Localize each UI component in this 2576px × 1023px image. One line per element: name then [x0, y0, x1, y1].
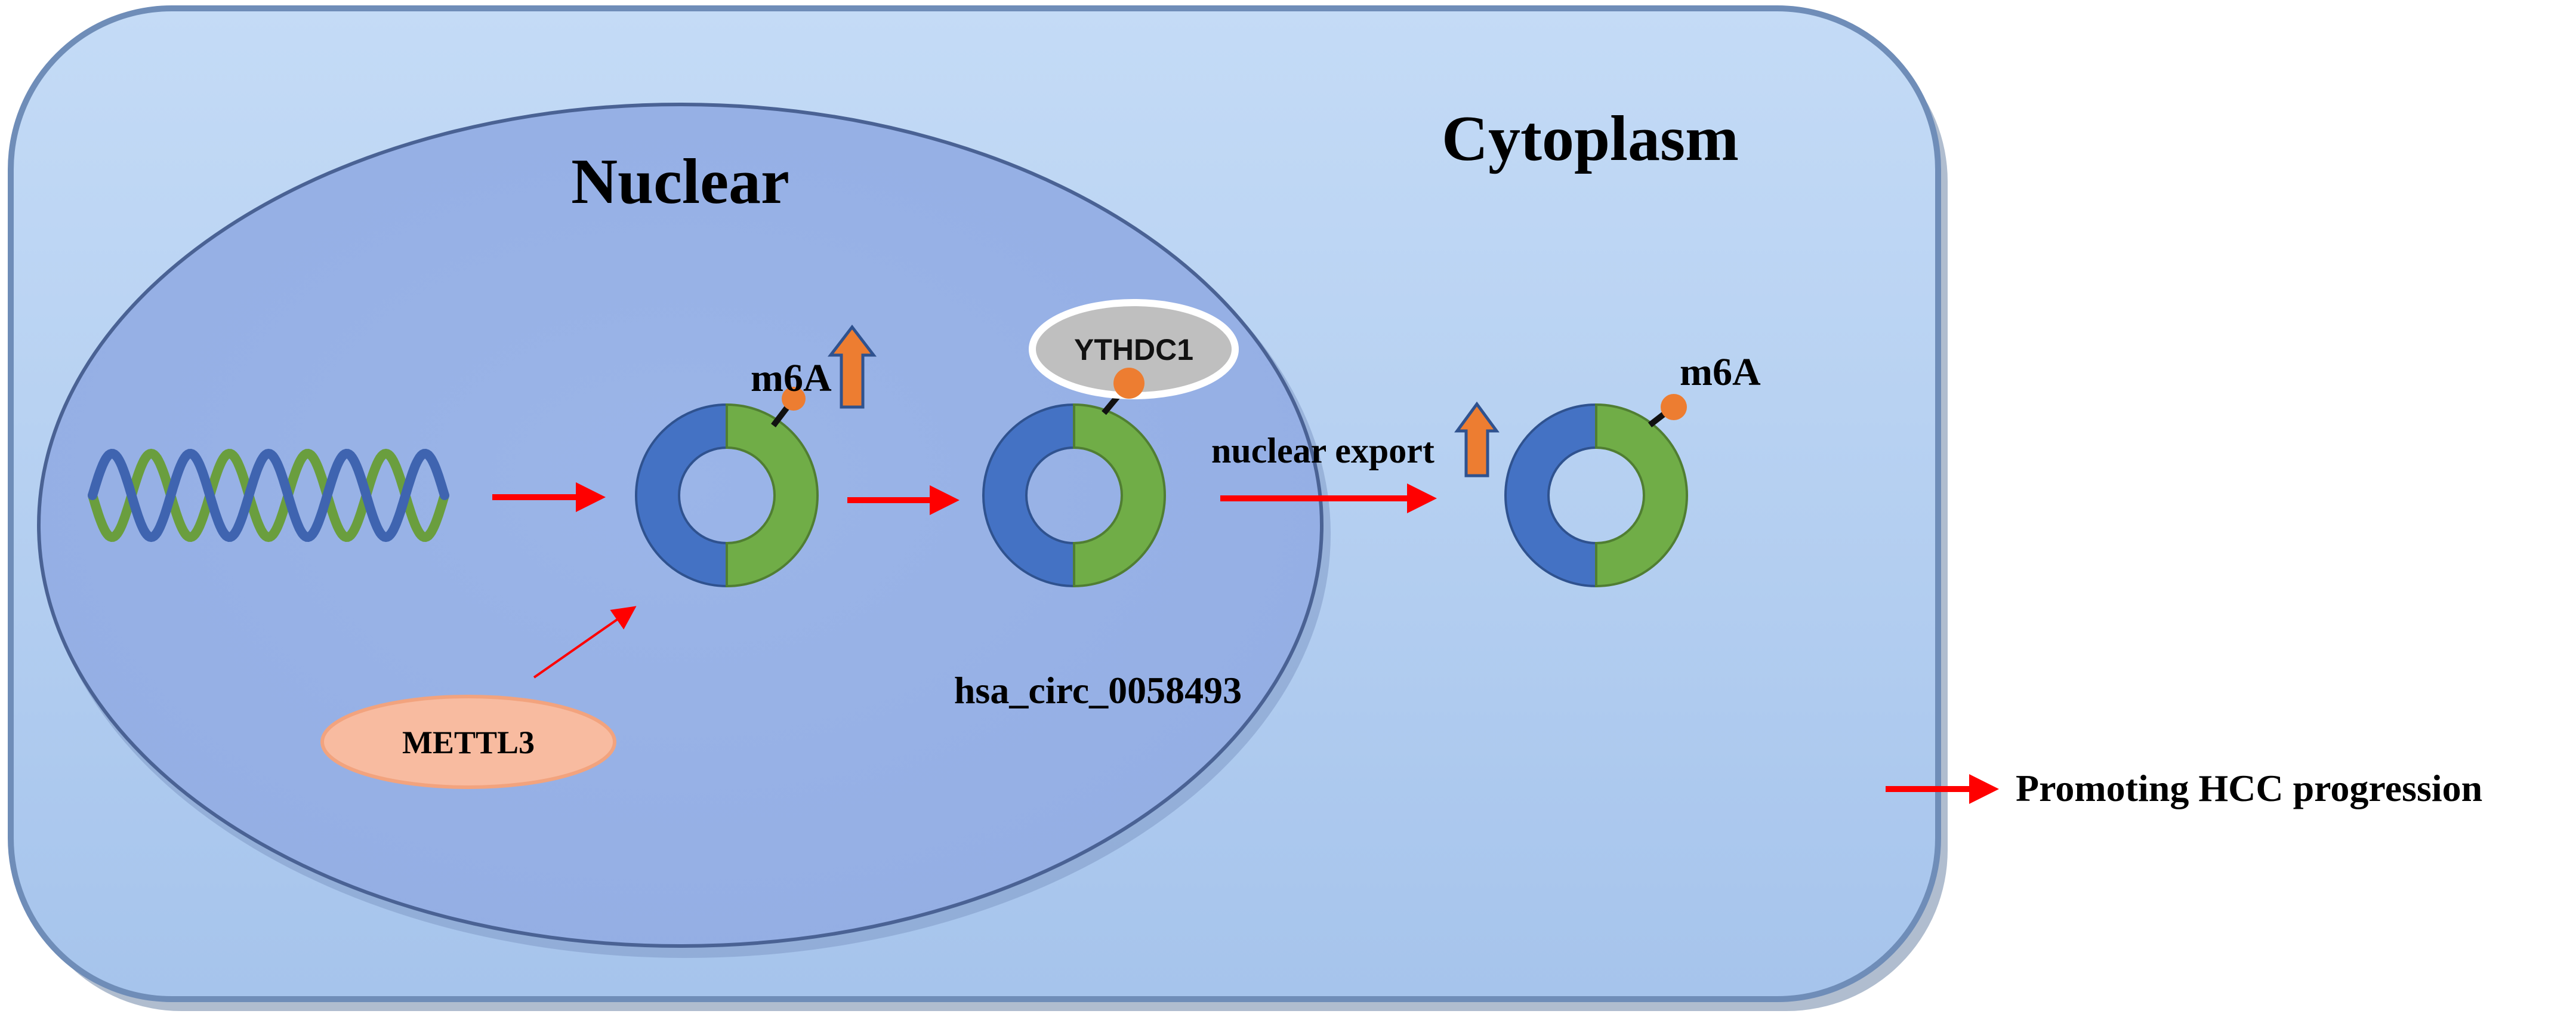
ythdc1-reader: YTHDC1	[1029, 299, 1239, 399]
ythdc1-label: YTHDC1	[1074, 333, 1193, 366]
mettl3-enzyme: METTL3	[320, 695, 616, 789]
circular-rna-ring-icon	[1504, 403, 1688, 588]
dna-double-helix-icon	[88, 448, 449, 543]
mettl3-label: METTL3	[402, 725, 535, 760]
outcome-label: Promoting HCC progression	[2016, 767, 2482, 809]
m6a-methylation-dot-icon	[1661, 394, 1687, 420]
nuclear-export-label: nuclear export	[1211, 431, 1434, 470]
nuclear-label: Nuclear	[571, 146, 789, 217]
m6a-label-cytoplasm: m6A	[1680, 350, 1761, 394]
m6a-methylation-dot-icon	[1113, 368, 1144, 399]
m6a-methylation-dot-icon	[782, 387, 806, 411]
up-arrow-icon	[827, 324, 877, 409]
cytoplasm-label: Cytoplasm	[1442, 103, 1739, 174]
circular-rna-ring-icon	[982, 403, 1166, 588]
m6a-label-nuclear: m6A	[751, 356, 832, 400]
up-arrow-icon	[1454, 401, 1500, 477]
mettl3-arrow	[533, 606, 637, 679]
circular-rna-ring-icon	[635, 403, 819, 588]
circ-name-label: hsa_circ_0058493	[954, 669, 1242, 711]
